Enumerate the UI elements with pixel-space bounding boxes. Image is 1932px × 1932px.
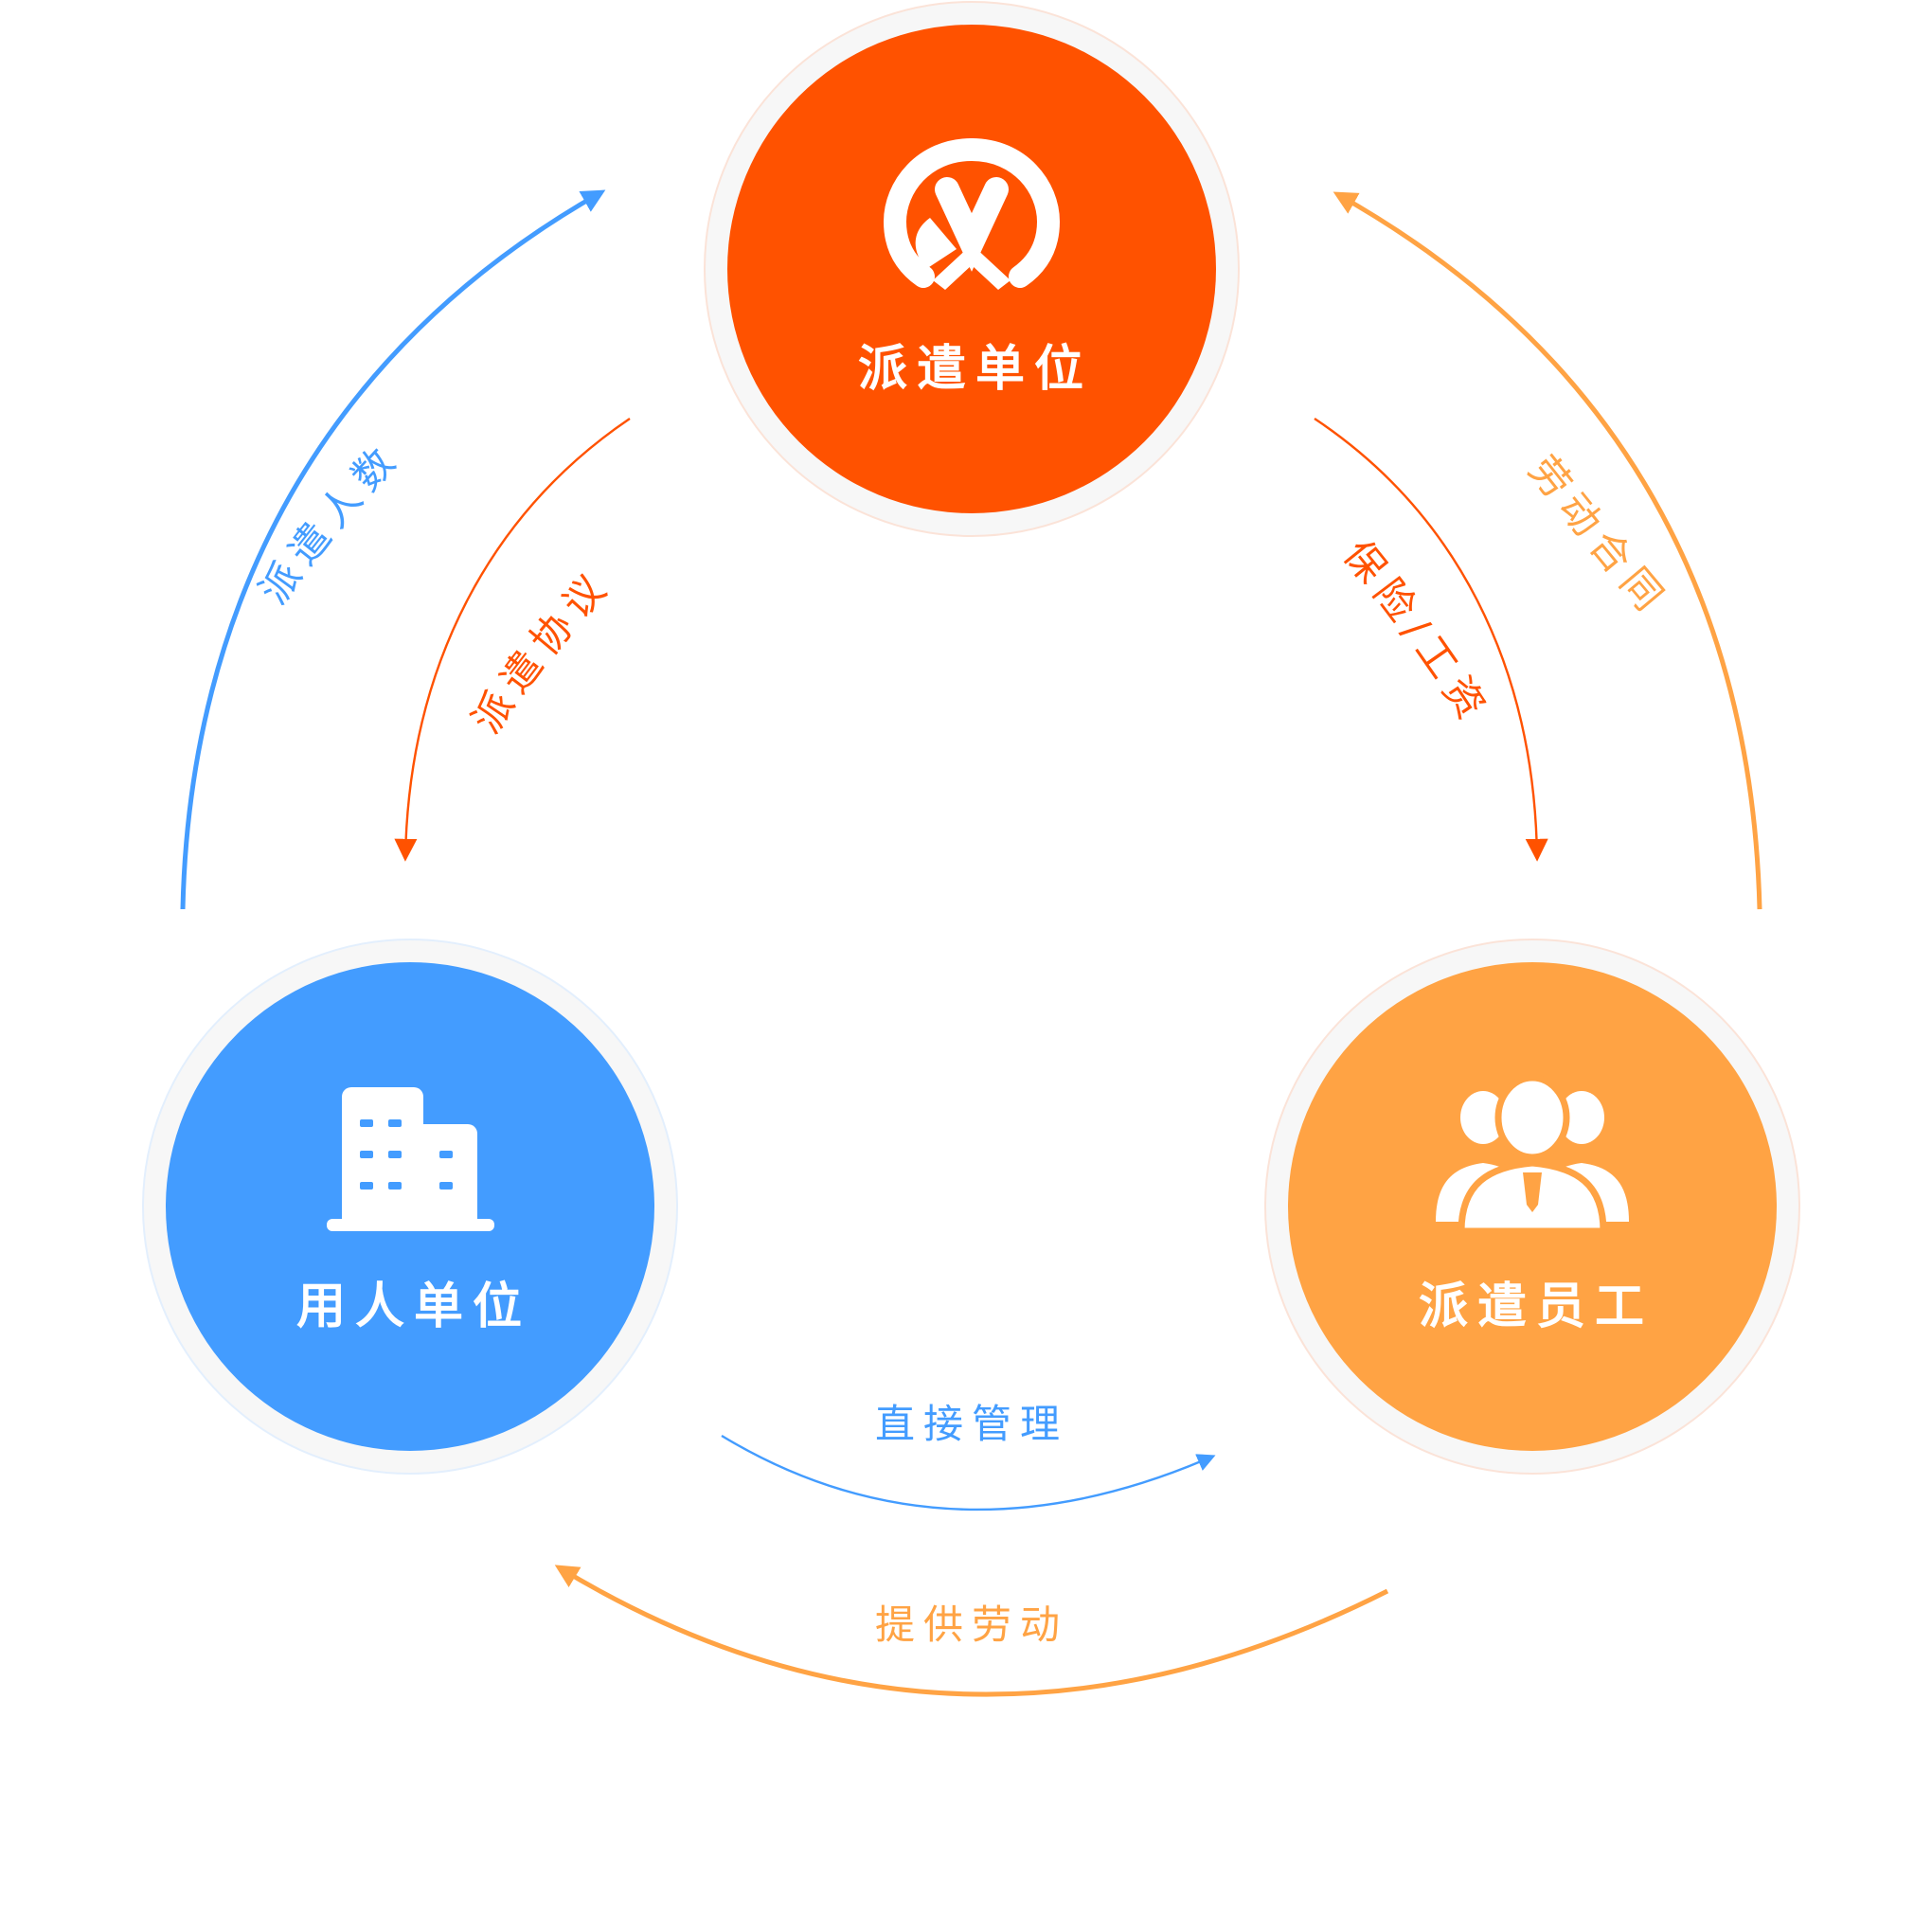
edge-direct-management: 直接管理 (721, 1401, 1216, 1512)
edge-dispatch-agreement: 派遣协议 (394, 418, 631, 862)
svg-text:派遣协议: 派遣协议 (463, 560, 620, 742)
edge-provide-labor-label: 提供劳动 (875, 1601, 1068, 1648)
edge-labor-contract: 劳动合同 (1333, 191, 1762, 910)
node-dispatch-unit: 派遣单位 (704, 1, 1240, 537)
edge-dispatch-agreement-label: 派遣协议 (463, 560, 612, 742)
building-icon (327, 1087, 494, 1231)
node-employer-unit-label: 用人单位 (296, 1279, 531, 1335)
node-dispatched-employees-label: 派遣员工 (1419, 1279, 1654, 1335)
edge-insurance-wages-label: 保险/工资 (1334, 531, 1491, 734)
edge-headcount-arrow (180, 189, 606, 910)
node-employer-unit: 用人单位 (142, 939, 678, 1475)
edge-direct-management-arrow (721, 1434, 1216, 1512)
edge-insurance-wages-arrow (1314, 418, 1548, 862)
dispatch-logo-icon (883, 138, 1061, 290)
edge-insurance-wages: 保险/工资 (1314, 418, 1548, 862)
edge-provide-labor: 提供劳动 (554, 1565, 1389, 1697)
node-dispatched-employees: 派遣员工 (1264, 939, 1800, 1475)
svg-text:劳动合同: 劳动合同 (1520, 447, 1678, 626)
edge-labor-contract-arrow (1333, 191, 1762, 910)
edge-dispatch-agreement-arrow (394, 418, 631, 862)
people-icon (1436, 1074, 1629, 1235)
edge-direct-management-label: 直接管理 (875, 1401, 1068, 1447)
svg-text:保险/工资: 保险/工资 (1334, 531, 1499, 734)
edge-provide-labor-arrow (554, 1565, 1389, 1697)
edge-headcount: 派遣人数 (180, 189, 606, 910)
edge-labor-contract-label: 劳动合同 (1520, 447, 1670, 626)
node-dispatch-unit-label: 派遣单位 (858, 341, 1093, 398)
